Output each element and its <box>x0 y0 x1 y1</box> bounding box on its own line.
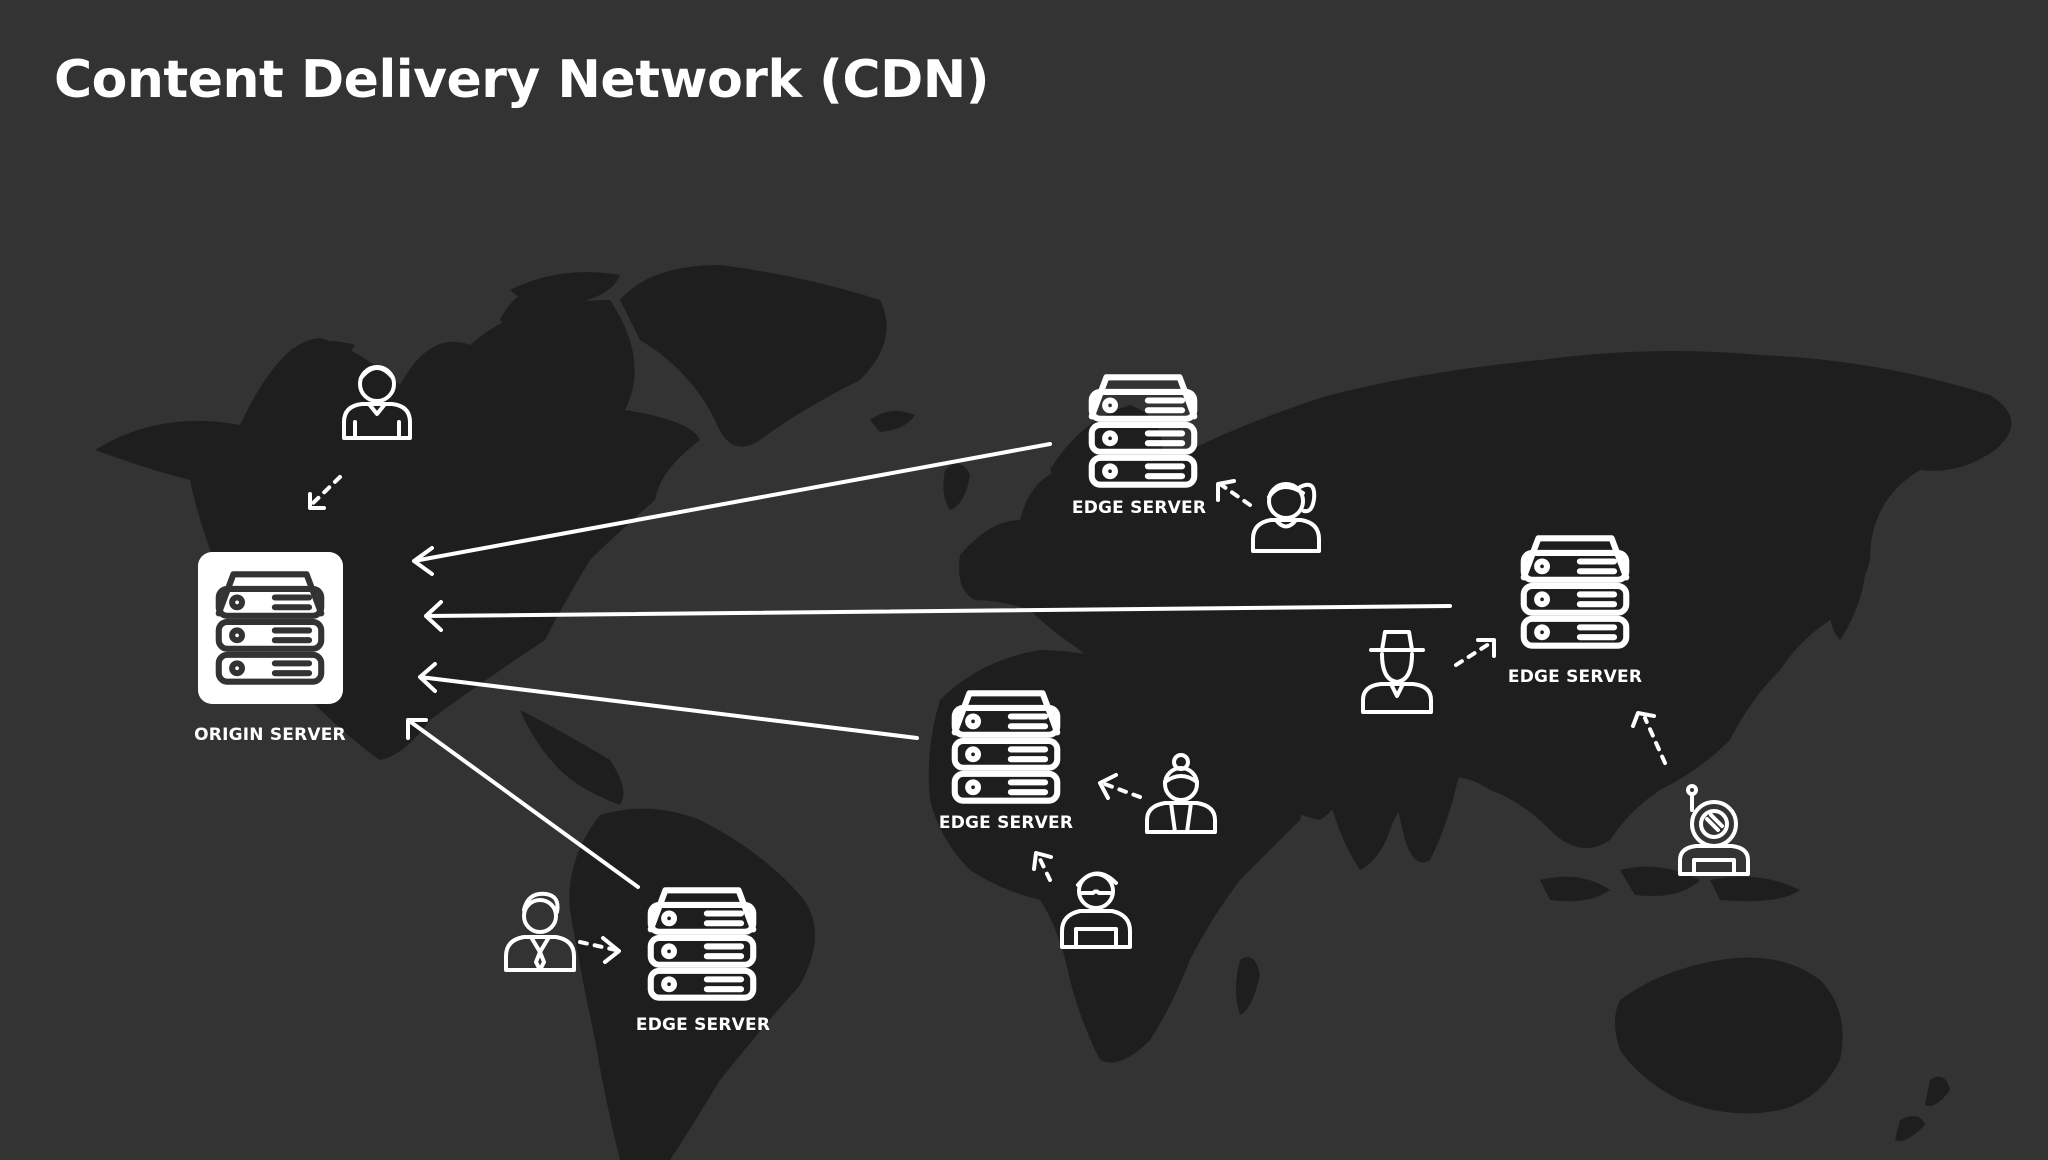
edge-server-label: EDGE SERVER <box>1072 498 1206 518</box>
edge-server-africa: EDGE SERVER <box>939 693 1073 833</box>
edge-server-southamerica: EDGE SERVER <box>636 890 770 1035</box>
arrow-edge-southamerica-to-origin <box>406 718 640 889</box>
dashed-arrow-user-asia-astronaut <box>1643 716 1667 765</box>
edge-server-asia: EDGE SERVER <box>1508 538 1642 687</box>
diagram-title: Content Delivery Network (CDN) <box>54 50 990 110</box>
edge-server-label: EDGE SERVER <box>1508 667 1642 687</box>
arrow-edge-africa-to-origin <box>418 662 919 740</box>
astronaut-user-icon <box>1678 784 1750 876</box>
edge-to-origin-arrows <box>406 442 1452 889</box>
dashed-arrow-user-africa-woman <box>1100 781 1142 799</box>
origin-server-label: ORIGIN SERVER <box>194 725 346 745</box>
dashed-arrow-user-europe <box>1218 482 1252 507</box>
arrow-edge-europe-to-origin <box>412 442 1052 576</box>
dashed-arrow-user-asia-hat <box>1454 640 1494 667</box>
dashed-arrow-user-africa-man <box>1036 853 1052 882</box>
user-icon <box>342 365 412 440</box>
dashed-arrow-user-southamerica <box>578 940 618 952</box>
man-hat-user-icon <box>1361 630 1433 714</box>
dashed-arrow-user-na <box>308 475 342 508</box>
woman-ponytail-user-icon <box>1251 482 1321 553</box>
origin-server: ORIGIN SERVER <box>194 552 346 745</box>
arrow-edge-asia-to-origin <box>424 600 1452 632</box>
world-map <box>95 265 2012 1160</box>
user-request-arrows <box>308 475 1667 964</box>
edge-server-label: EDGE SERVER <box>939 813 1073 833</box>
man-suit-user-icon <box>504 891 576 972</box>
man-glasses-user-icon <box>1060 871 1132 949</box>
edge-server-europe: EDGE SERVER <box>1072 377 1206 518</box>
woman-bun-user-icon <box>1145 753 1217 834</box>
edge-server-label: EDGE SERVER <box>636 1015 770 1035</box>
